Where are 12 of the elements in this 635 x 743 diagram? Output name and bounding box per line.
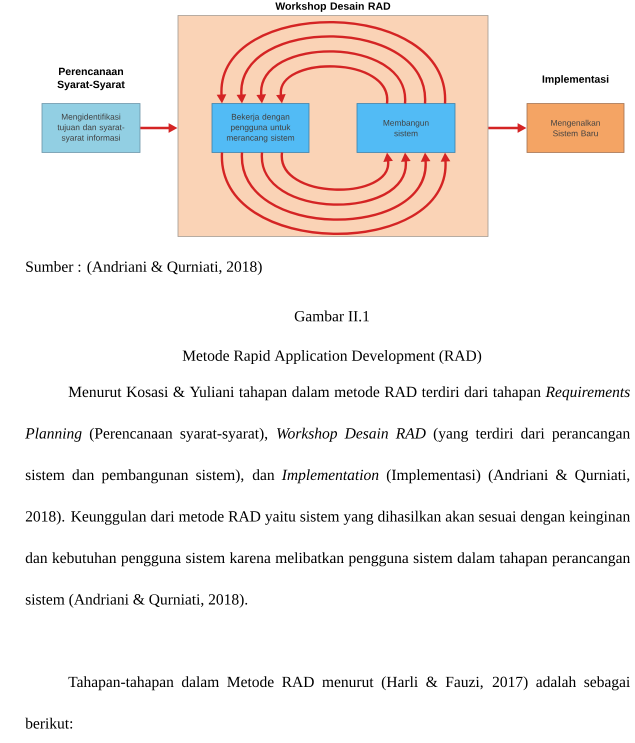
- stage-box: Mengidentifikasi tujuan dan syarat-syarat informasi: [42, 103, 140, 153]
- source-note: Sumber : (Andriani & Qurniati, 2018): [26, 260, 262, 276]
- paragraph: Menurut Kosasi & Yuliani tahapan dalam metode RAD terdiri dari tahapan Requirements Planning (Perencanaan syarat-syarat), Workshop Desain RAD (yang terdiri dari perancangan sistem dan pembangunan sistem), dan Implementation (Implementasi) (Andriani & Qurniati, 2018). Keunggulan dari metode RAD yaitu sistem yang dihasilkan akan sesuai dengan keinginan dan kebutuhan pengguna sistem karena melibatkan pengguna sistem dalam tahapan perancangan sistem (Andriani & Qurniati, 2018).: [25, 386, 630, 608]
- stage-heading: Workshop Desain RAD: [275, 2, 390, 12]
- paragraph: Tahapan-tahapan dalam Metode RAD menurut (Harli & Fauzi, 2017) adalah sebagai berikut:: [25, 676, 630, 729]
- stage-box: Bekerja dengan pengguna untuk merancang sistem: [212, 103, 310, 153]
- stage-heading: Perencanaan Syarat-Syarat: [57, 68, 125, 90]
- stage-heading: Implementasi: [542, 75, 608, 85]
- stage-box: Mengenalkan Sistem Baru: [526, 103, 624, 153]
- stage-box: Membangun sistem: [356, 103, 456, 153]
- figure-title: Metode Rapid Application Development (RAD): [182, 350, 482, 364]
- figure-number: Gambar II.1: [294, 310, 369, 322]
